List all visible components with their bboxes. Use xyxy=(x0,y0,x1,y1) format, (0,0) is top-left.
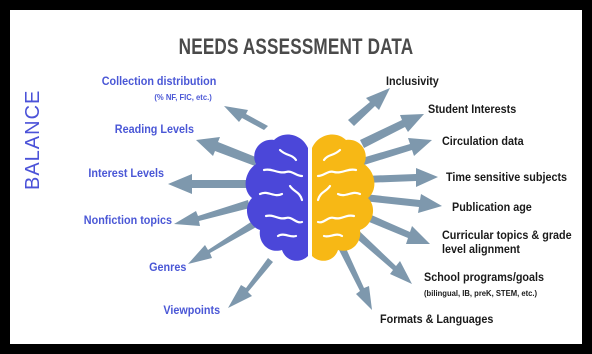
arrow-reading-levels xyxy=(196,137,258,166)
arrow-publication-age xyxy=(363,194,442,213)
arrow-collection-distribution xyxy=(224,106,268,130)
label-formats-languages: Formats & Languages xyxy=(380,312,494,326)
label-curricular-topics: Curricular topics & grade level alignmen… xyxy=(442,228,572,256)
right-arrows xyxy=(338,88,442,310)
label-circulation-data: Circulation data xyxy=(442,134,524,148)
arrow-time-sensitive xyxy=(364,168,438,187)
brain-icon xyxy=(245,134,375,261)
label-viewpoints: Viewpoints xyxy=(163,303,220,317)
brain-folds xyxy=(258,148,362,238)
arrow-curricular xyxy=(357,210,430,244)
label-publication-age: Publication age xyxy=(452,200,532,214)
label-school-programs-sub: (bilingual, IB, preK, STEM, etc.) xyxy=(424,288,538,298)
diagram-canvas: NEEDS ASSESSMENT DATA BALANCE xyxy=(10,10,582,344)
brain-arrows-graphic xyxy=(168,88,442,310)
arrow-inclusivity xyxy=(348,88,390,126)
label-student-interests: Student Interests xyxy=(428,102,517,116)
label-interest-levels: Interest Levels xyxy=(88,166,164,180)
arrow-viewpoints xyxy=(228,258,273,308)
brain-left-hemisphere xyxy=(245,134,308,261)
left-arrows xyxy=(168,106,273,308)
diagram-title: NEEDS ASSESSMENT DATA xyxy=(178,34,414,59)
label-time-sensitive-subjects: Time sensitive subjects xyxy=(446,170,568,184)
arrow-school-programs xyxy=(349,226,412,284)
arrow-student-interests xyxy=(360,114,424,148)
arrow-interest-levels xyxy=(168,174,248,194)
label-genres: Genres xyxy=(148,260,186,274)
label-reading-levels: Reading Levels xyxy=(114,122,194,136)
label-collection-distribution: Collection distribution xyxy=(101,74,216,88)
arrow-nonfiction-topics xyxy=(174,200,250,226)
brain-right-hemisphere xyxy=(312,134,375,261)
arrow-circulation-data xyxy=(362,138,432,165)
label-nonfiction-topics: Nonfiction topics xyxy=(83,213,172,227)
label-school-programs: School programs/goals xyxy=(424,270,545,284)
arrow-formats xyxy=(338,244,372,310)
label-collection-distribution-sub: (% NF, FIC, etc.) xyxy=(154,92,212,102)
label-inclusivity: Inclusivity xyxy=(386,74,439,88)
arrow-genres xyxy=(188,220,258,264)
